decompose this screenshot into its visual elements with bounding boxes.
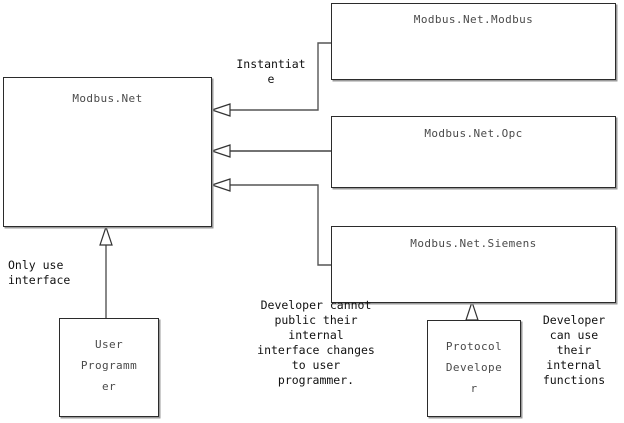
- note-developer-can-use: Developer can use their internal functio…: [542, 313, 606, 387]
- box-protocol-developer[interactable]: Protocol Develope r: [427, 320, 521, 417]
- connector-protocol-developer: [465, 300, 479, 321]
- box-protocol-developer-label: Protocol Develope r: [445, 340, 503, 395]
- box-modbus-net-opc[interactable]: Modbus.Net.Opc: [331, 116, 616, 188]
- box-user-programmer[interactable]: User Programm er: [59, 318, 159, 417]
- note-developer-cannot-public: Developer cannot public their internal i…: [257, 298, 375, 387]
- note-only-use-interface: Only use interface: [8, 258, 71, 287]
- box-modbus-net-siemens-label: Modbus.Net.Siemens: [410, 237, 537, 250]
- note-instantiate: Instantiat e: [236, 57, 306, 86]
- box-modbus-net-modbus[interactable]: Modbus.Net.Modbus: [331, 3, 616, 80]
- box-modbus-net-siemens[interactable]: Modbus.Net.Siemens: [331, 226, 616, 303]
- box-user-programmer-label: User Programm er: [80, 338, 138, 393]
- box-modbus-net[interactable]: Modbus.Net: [3, 77, 212, 227]
- box-modbus-net-label: Modbus.Net: [72, 92, 143, 105]
- connector-siemens: [210, 178, 331, 266]
- box-modbus-net-modbus-label: Modbus.Net.Modbus: [413, 13, 534, 26]
- box-modbus-net-opc-label: Modbus.Net.Opc: [424, 127, 523, 140]
